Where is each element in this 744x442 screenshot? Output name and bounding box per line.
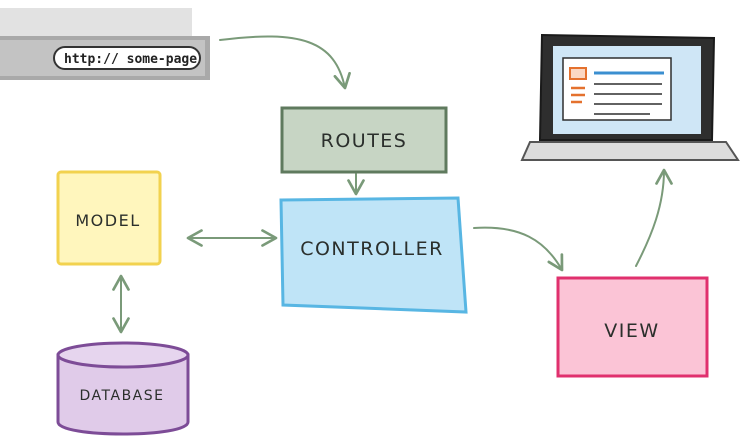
routes-label: ROUTES xyxy=(321,130,408,152)
database-label: DATABASE xyxy=(80,388,165,404)
routes-node: ROUTES xyxy=(280,106,448,174)
url-field[interactable] xyxy=(53,46,201,70)
controller-label: CONTROLLER xyxy=(300,238,444,260)
window-thumbnail xyxy=(569,67,587,80)
database-node: DATABASE xyxy=(56,341,190,436)
laptop-base xyxy=(520,141,740,161)
browser-address-bar: http:// some-page xyxy=(0,8,210,80)
view-label: VIEW xyxy=(604,320,659,342)
arrow-view-to-laptop xyxy=(635,168,673,267)
model-box xyxy=(56,170,162,266)
arrow-controller-to-view xyxy=(473,226,564,272)
database-top xyxy=(56,341,190,369)
model-label: MODEL xyxy=(75,211,140,230)
controller-box xyxy=(279,196,468,314)
laptop-icon xyxy=(520,33,740,161)
view-box xyxy=(556,276,709,378)
arrows xyxy=(112,35,673,334)
controller-node: CONTROLLER xyxy=(279,196,468,314)
routes-box xyxy=(280,106,448,174)
view-node: VIEW xyxy=(556,276,709,378)
model-node: MODEL xyxy=(56,170,162,266)
database-cylinder xyxy=(56,353,190,436)
arrow-url-to-routes xyxy=(219,35,351,90)
url-text: http:// some-page xyxy=(64,52,197,67)
